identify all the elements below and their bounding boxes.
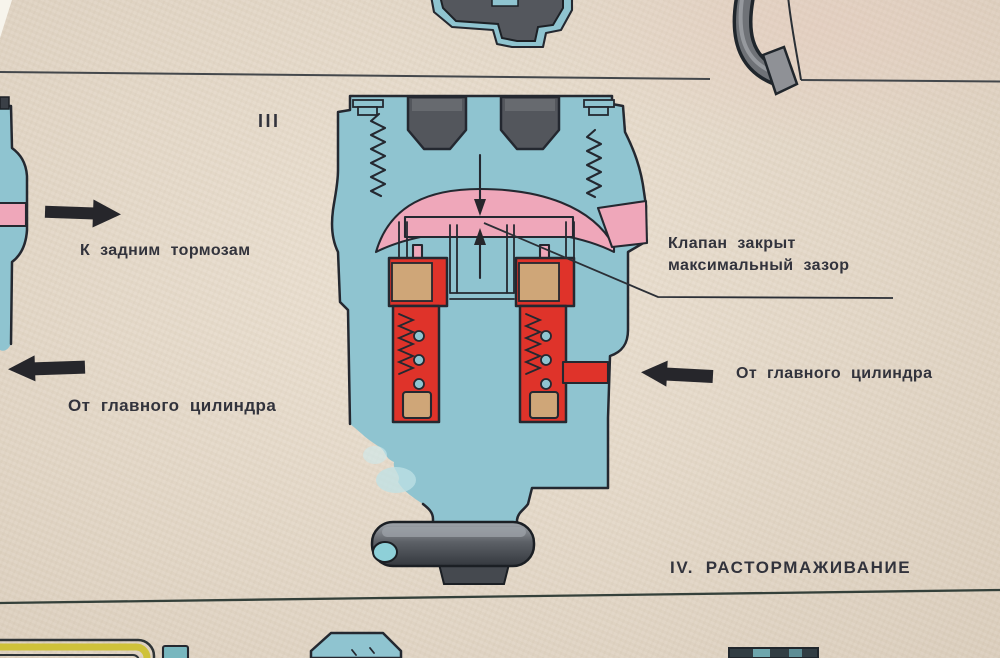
section-numeral: III [258,111,281,131]
hose-cable-line [787,0,802,81]
label-from-master-cylinder-right: От главного цилиндра [736,365,933,382]
label-valve-state-line1: Клапан закрыт [668,235,796,252]
divider-top-right [800,79,1000,83]
divider-bottom [0,588,1000,605]
piston-assembly-right [514,243,576,424]
left-valve-fragment [0,96,29,351]
divider-top-left [0,71,711,80]
clearance-arrows [474,153,486,280]
valve-plate [403,215,575,239]
dark-strip-cutoff [728,647,819,658]
photo-edge-highlight [0,0,12,38]
cover-bolt-left [406,95,468,151]
arrow-to-rear-brakes-icon [44,199,121,228]
label-from-master-cylinder-left: От главного цилиндра [68,396,277,415]
callout-leader-line [483,222,894,299]
collar-steps [352,99,615,116]
valve-body-outline [330,94,648,529]
piston-assembly-left [387,243,449,424]
bolt-head-cutoff [309,631,403,658]
brake-hose [732,0,802,96]
diaphragm-right-wedge [596,199,649,249]
thread-left [369,112,387,198]
reservoir-outline-cutoff [0,638,156,658]
thread-right [585,128,603,199]
label-to-rear-brakes: К задним тормозам [80,242,251,259]
inlet-channel [561,360,610,385]
roller-pin [370,520,536,568]
hose-end-fitting [761,45,799,96]
watercolor-fade [376,467,416,493]
pressure-regulator-valve [330,94,894,585]
teal-block-cutoff [161,644,190,658]
cup-walls [398,221,575,300]
upper-component-cutoff [430,0,574,49]
arrow-from-master-right-icon [641,360,714,387]
watercolor-fade [363,446,387,464]
left-fragment-diaphragm [0,201,28,228]
next-section-title: IV. РАСТОРМАЖИВАНИЕ [670,558,912,577]
label-valve-state-line2: максимальный зазор [668,257,850,274]
cover-bolt-right [499,95,561,151]
arrow-from-master-left-icon [8,355,86,382]
